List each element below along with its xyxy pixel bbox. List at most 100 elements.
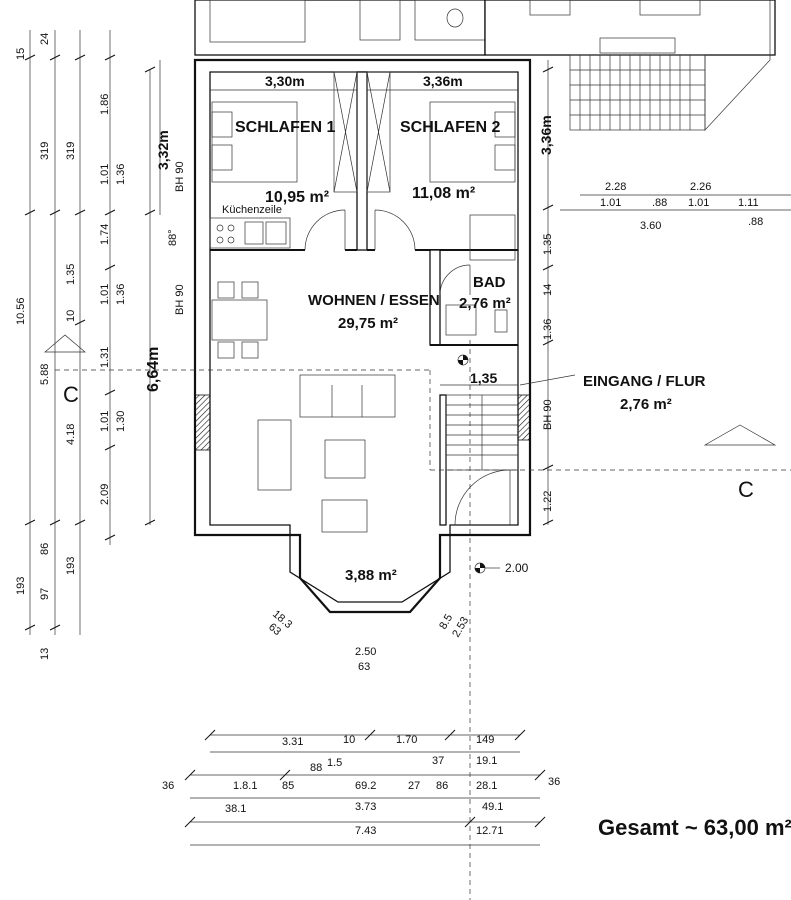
dim-erker: 2.50 <box>355 646 376 658</box>
dim-bottom: 69.2 <box>355 780 376 792</box>
dim-bottom: 12.71 <box>476 825 504 837</box>
windows <box>194 394 531 451</box>
dim-left: 319 <box>65 142 77 160</box>
dimension-lines <box>29 30 791 846</box>
height-top-left: 3,32m <box>155 130 171 170</box>
dim-top-right: 1.01 <box>688 197 709 209</box>
room-name-wohnen: WOHNEN / ESSEN <box>308 292 440 309</box>
angle-label: 88° <box>167 229 179 246</box>
section-lines <box>55 340 791 900</box>
dim-right: 14 <box>542 284 554 296</box>
dim-bottom: 3.31 <box>282 736 303 748</box>
beds <box>211 101 516 183</box>
section-marker-left <box>44 334 86 353</box>
dim-bottom: 88 <box>310 762 322 774</box>
dim-top-right: 2.26 <box>690 181 711 193</box>
bh90-label-a: BH 90 <box>174 161 186 192</box>
dim-bottom: 27 <box>408 780 420 792</box>
dim-top-right: 1.01 <box>600 197 621 209</box>
room-name-eingang: EINGANG / FLUR <box>583 373 706 390</box>
doors <box>304 209 511 526</box>
dim-left: 1.01 <box>99 411 111 432</box>
dim-right: 1.36 <box>542 319 554 340</box>
dim-left: 24 <box>39 33 51 45</box>
total-area: Gesamt ~ 63,00 m² <box>598 815 791 840</box>
dim-bottom: 28.1 <box>476 780 497 792</box>
dim-left: 1.35 <box>65 264 77 285</box>
dim-bottom: 85 <box>282 780 294 792</box>
dim-left: 1.74 <box>99 224 111 245</box>
living-furniture <box>257 374 396 533</box>
dim-left: 1.36 <box>115 284 127 305</box>
upper-structure <box>194 0 776 131</box>
section-c-left: C <box>63 382 79 407</box>
dim-right: 1.35 <box>542 234 554 255</box>
exterior-walls <box>193 58 532 614</box>
dim-bottom: 86 <box>436 780 448 792</box>
room-area-schlafen2: 11,08 m² <box>412 185 475 202</box>
dim-left: 5.88 <box>39 364 51 385</box>
dim-left: 10 <box>65 310 77 322</box>
dim-top-right: 3.60 <box>640 220 661 232</box>
dim-left: 1.01 <box>99 164 111 185</box>
section-marker-right <box>703 424 777 446</box>
dim-left: 1.31 <box>99 347 111 368</box>
dining-table <box>211 281 268 359</box>
dim-left: 2.09 <box>99 484 111 505</box>
dimension-ticks <box>24 54 554 828</box>
room-area-bad: 2,76 m² <box>459 295 511 312</box>
dim-bottom: 1.8.1 <box>233 780 257 792</box>
dim-left: 1.86 <box>99 94 111 115</box>
dim-left: 13 <box>39 648 51 660</box>
dim-left: 193 <box>15 577 27 595</box>
dim-left: 4.18 <box>65 424 77 445</box>
kitchen-counter <box>209 217 291 249</box>
dim-bottom: 1.5 <box>327 757 342 769</box>
dim-left: 15 <box>15 48 27 60</box>
dim-bottom: 38.1 <box>225 803 246 815</box>
dim-left: 1.30 <box>115 411 127 432</box>
room-name-schlafen1: SCHLAFEN 1 <box>235 119 336 136</box>
interior-walls <box>210 71 518 526</box>
dim-bottom: 19.1 <box>476 755 497 767</box>
kitchen-label: Küchenzeile <box>222 204 282 216</box>
level-markers <box>457 354 500 574</box>
room-area-eingang: 2,76 m² <box>620 396 672 413</box>
dim-top-right: .88 <box>748 216 763 228</box>
room-area-erker: 3,88 m² <box>345 567 397 584</box>
dim-left: 86 <box>39 543 51 555</box>
dim-bottom: 3.73 <box>355 801 376 813</box>
dim-bottom: 37 <box>432 755 444 767</box>
height-right: 3,36m <box>538 115 554 155</box>
dim-right: 1.22 <box>542 491 554 512</box>
room-area-schlafen1: 10,95 m² <box>265 189 329 206</box>
flur-width: 1,35 <box>470 370 497 386</box>
closets <box>333 71 391 193</box>
bath-fixtures <box>445 214 516 336</box>
dim-bottom: 36 <box>548 776 560 788</box>
room-width-schlafen2: 3,36m <box>423 73 463 89</box>
bh90-label-c: BH 90 <box>542 399 554 430</box>
dim-bottom: 49.1 <box>482 801 503 813</box>
height-left: 6,64m <box>145 347 162 392</box>
dim-bottom: 7.43 <box>355 825 376 837</box>
room-name-bad: BAD <box>473 274 506 291</box>
dim-top-right: 2.28 <box>605 181 626 193</box>
dim-left: 1.01 <box>99 284 111 305</box>
dim-left: 97 <box>39 588 51 600</box>
dim-left: 193 <box>65 557 77 575</box>
dim-erker: 63 <box>358 661 370 673</box>
dim-bottom: 1.70 <box>396 734 417 746</box>
dim-left: 10.56 <box>15 297 27 325</box>
dim-top-right: .88 <box>652 197 667 209</box>
dim-bottom: 36 <box>162 780 174 792</box>
room-name-schlafen2: SCHLAFEN 2 <box>400 119 501 136</box>
section-c-right: C <box>738 477 754 502</box>
dim-top-right: 1.11 <box>738 197 759 209</box>
level-value: 2.00 <box>505 561 529 575</box>
dim-left: 319 <box>39 142 51 160</box>
bh90-label-b: BH 90 <box>174 284 186 315</box>
dim-left: 1.36 <box>115 164 127 185</box>
staircase <box>445 394 519 471</box>
